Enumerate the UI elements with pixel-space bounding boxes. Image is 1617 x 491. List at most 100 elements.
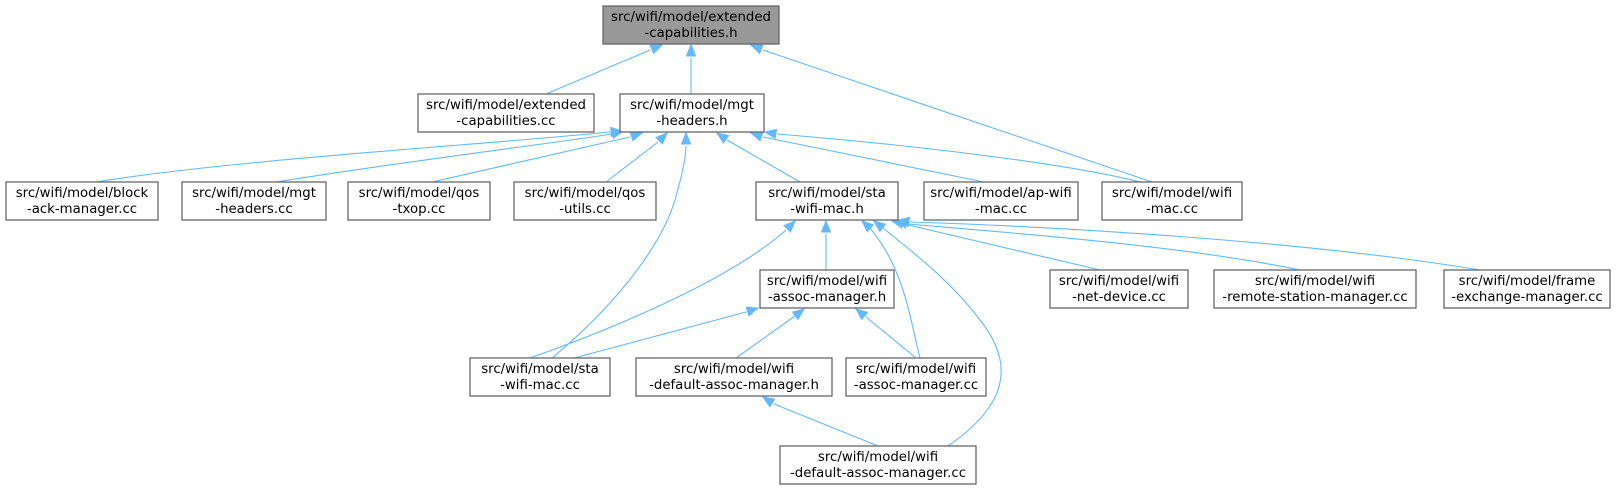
- edge-line: [869, 227, 921, 359]
- edge-line: [545, 49, 651, 95]
- node-label-line-1: src/wifi/model/qos: [525, 186, 646, 201]
- edges-layer: [95, 43, 1481, 447]
- node-label-line-1: src/wifi/model/wifi: [674, 362, 794, 377]
- node-label-line-2: -txop.cc: [393, 202, 446, 217]
- node-box: [1101, 181, 1243, 221]
- node-label-line-2: -default-assoc-manager.cc: [790, 466, 966, 481]
- node-label-line-2: -headers.cc: [215, 202, 292, 217]
- node-label-line-1: src/wifi/model/sta: [768, 186, 886, 201]
- file-node-frame-exchange-manager-cc[interactable]: src/wifi/model/frame-exchange-manager.cc: [1443, 269, 1611, 309]
- node-box: [635, 357, 833, 397]
- file-node-wifi-remote-station-manager-cc[interactable]: src/wifi/model/wifi-remote-station-manag…: [1213, 269, 1417, 309]
- node-box: [602, 5, 780, 45]
- node-label-line-1: src/wifi/model/mgt: [192, 186, 316, 201]
- file-node-wifi-net-device-cc[interactable]: src/wifi/model/wifi-net-device.cc: [1049, 269, 1189, 309]
- edge-block_ack_manager_cc-to-mgt_headers_h: [95, 126, 624, 183]
- arrowhead: [761, 396, 776, 408]
- arrowhead: [685, 43, 697, 57]
- edge-line: [865, 316, 917, 359]
- arrowhead: [872, 220, 887, 233]
- edge-mgt_headers_h-to-extended_capabilities_h: [685, 43, 697, 94]
- edge-line: [605, 141, 659, 183]
- arrowhead: [896, 216, 911, 228]
- arrowhead: [655, 132, 668, 145]
- edge-line: [776, 133, 1141, 183]
- file-node-sta-wifi-mac-h[interactable]: src/wifi/model/sta-wifi-mac.h: [755, 181, 899, 221]
- edge-line: [762, 49, 1153, 183]
- node-label-line-1: src/wifi/model/sta: [481, 362, 599, 377]
- node-box: [619, 93, 765, 133]
- file-node-wifi-default-assoc-manager-cc[interactable]: src/wifi/model/wifi-default-assoc-manage…: [779, 445, 977, 485]
- file-node-wifi-assoc-manager-h[interactable]: src/wifi/model/wifi-assoc-manager.h: [759, 269, 895, 309]
- file-node-wifi-assoc-manager-cc[interactable]: src/wifi/model/wifi-assoc-manager.cc: [845, 357, 987, 397]
- arrowhead: [820, 219, 832, 233]
- node-label-line-2: -mac.cc: [975, 202, 1027, 217]
- node-label-line-1: src/wifi/model/wifi: [818, 450, 938, 465]
- node-label-line-1: src/wifi/model/wifi: [1255, 274, 1375, 289]
- node-box: [1443, 269, 1611, 309]
- node-box: [513, 181, 657, 221]
- arrowhead: [861, 220, 875, 233]
- node-label-line-2: -wifi-mac.h: [790, 202, 864, 217]
- node-label-line-2: -remote-station-manager.cc: [1222, 290, 1407, 305]
- edge-line: [573, 311, 747, 359]
- node-box: [5, 181, 159, 221]
- edge-line: [907, 223, 1301, 271]
- arrowhead: [749, 44, 764, 55]
- file-node-wifi-mac-cc[interactable]: src/wifi/model/wifi-mac.cc: [1101, 181, 1243, 221]
- edge-line: [431, 136, 631, 183]
- arrowhead: [629, 131, 644, 142]
- node-label-line-2: -net-device.cc: [1072, 290, 1166, 305]
- edge-line: [275, 133, 613, 183]
- edge-wifi_net_device_cc-to-sta_wifi_mac_h: [890, 218, 1101, 271]
- edge-line: [726, 139, 801, 183]
- edge-qos_txop_cc-to-mgt_headers_h: [431, 131, 644, 183]
- node-label-line-2: -capabilities.cc: [456, 114, 555, 129]
- node-label-line-2: -assoc-manager.h: [768, 290, 886, 305]
- node-label-line-1: src/wifi/model/qos: [359, 186, 480, 201]
- edge-line: [773, 403, 879, 447]
- node-box: [755, 181, 899, 221]
- arrowhead: [680, 131, 692, 145]
- node-label-line-1: src/wifi/model/ap-wifi: [930, 186, 1072, 201]
- file-node-wifi-default-assoc-manager-h[interactable]: src/wifi/model/wifi-default-assoc-manage…: [635, 357, 833, 397]
- edge-line: [735, 315, 796, 359]
- node-box: [181, 181, 327, 221]
- node-box: [759, 269, 895, 309]
- file-node-qos-utils-cc[interactable]: src/wifi/model/qos-utils.cc: [513, 181, 657, 221]
- node-label-line-1: src/wifi/model/block: [16, 186, 149, 201]
- node-label-line-1: src/wifi/model/wifi: [1112, 186, 1232, 201]
- file-node-mgt-headers-cc[interactable]: src/wifi/model/mgt-headers.cc: [181, 181, 327, 221]
- file-node-extended-capabilities-cc[interactable]: src/wifi/model/extended-capabilities.cc: [417, 93, 595, 133]
- edge-qos_utils_cc-to-mgt_headers_h: [605, 132, 668, 183]
- edge-wifi_default_assoc_manager_cc-to-sta_wifi_mac_h: [872, 220, 1002, 447]
- node-label-line-1: src/wifi/model/frame: [1459, 274, 1596, 289]
- node-label-line-2: -utils.cc: [559, 202, 611, 217]
- edge-sta_wifi_mac_cc-to-sta_wifi_mac_h: [529, 220, 796, 359]
- file-node-ap-wifi-mac-cc[interactable]: src/wifi/model/ap-wifi-mac.cc: [923, 181, 1079, 221]
- file-node-extended-capabilities-h[interactable]: src/wifi/model/extended-capabilities.h: [602, 5, 780, 45]
- edge-line: [909, 221, 1481, 271]
- file-node-sta-wifi-mac-cc[interactable]: src/wifi/model/sta-wifi-mac.cc: [469, 357, 611, 397]
- node-box: [1213, 269, 1417, 309]
- node-label-line-2: -capabilities.h: [644, 26, 737, 41]
- edge-line: [551, 145, 687, 359]
- node-box: [417, 93, 595, 133]
- file-node-block-ack-manager-cc[interactable]: src/wifi/model/block-ack-manager.cc: [5, 181, 159, 221]
- node-label-line-2: -mac.cc: [1146, 202, 1198, 217]
- node-label-line-2: -assoc-manager.cc: [854, 378, 978, 393]
- edge-line: [95, 131, 611, 183]
- edge-wifi_remote_station_manager_cc-to-sta_wifi_mac_h: [894, 218, 1301, 271]
- file-node-mgt-headers-h[interactable]: src/wifi/model/mgt-headers.h: [619, 93, 765, 133]
- arrowhead: [783, 220, 796, 233]
- edge-line: [882, 227, 1002, 447]
- edge-wifi_assoc_manager_cc-to-sta_wifi_mac_h: [861, 220, 921, 359]
- node-label-line-2: -wifi-mac.cc: [500, 378, 580, 393]
- node-box: [347, 181, 491, 221]
- arrowhead: [791, 308, 806, 321]
- node-label-line-1: src/wifi/model/wifi: [1059, 274, 1179, 289]
- arrowhead: [749, 131, 764, 142]
- node-label-line-1: src/wifi/model/wifi: [767, 274, 887, 289]
- node-label-line-2: -exchange-manager.cc: [1451, 290, 1603, 305]
- file-node-qos-txop-cc[interactable]: src/wifi/model/qos-txop.cc: [347, 181, 491, 221]
